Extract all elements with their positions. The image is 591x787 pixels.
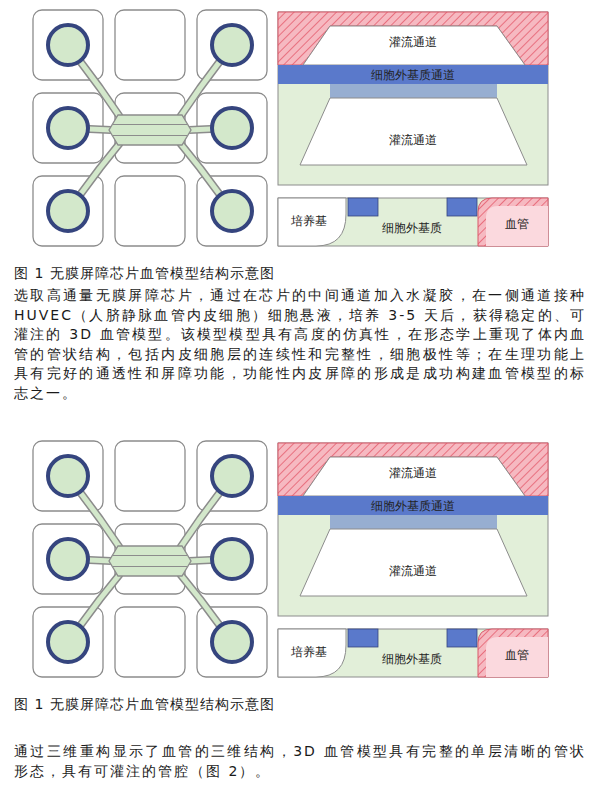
post-block [348, 629, 378, 647]
well-square [115, 176, 185, 246]
vessel-lumen [486, 206, 548, 246]
section-frame [278, 12, 548, 185]
well-square [197, 441, 267, 511]
matrix-band-lower [330, 515, 497, 529]
well-square [197, 176, 267, 246]
matrix-band-lower [330, 84, 497, 98]
region-label-box: 血管 [502, 216, 532, 233]
region-label-box: 灌流通道 [386, 465, 440, 482]
region-label-box: 细胞外基质 [379, 651, 445, 668]
region-label-box: 培养基 [288, 213, 330, 230]
hatched-wall [278, 12, 548, 65]
region-label: 血管 [505, 648, 529, 663]
chip-diagram [33, 10, 548, 246]
side-frame [278, 629, 548, 677]
inlet-circle [212, 191, 252, 231]
well-square [115, 441, 185, 511]
region-label: 灌流通道 [389, 133, 437, 148]
region-label: 细胞外基质通道 [371, 68, 455, 83]
well-square [197, 10, 267, 80]
matrix-band [278, 65, 548, 84]
well-square [115, 607, 185, 677]
figure-caption: 图 1 无膜屏障芯片血管模型结构示意图 [14, 264, 275, 282]
medium-region [278, 198, 346, 246]
hatched-wall [278, 443, 548, 496]
inlet-circle [212, 25, 252, 65]
region-label-box: 灌流通道 [386, 34, 440, 51]
perfusion-channel [300, 529, 527, 596]
side-frame [278, 198, 548, 246]
vessel-wall [478, 629, 548, 677]
inlet-circle [48, 539, 88, 579]
region-label: 细胞外基质 [382, 221, 442, 236]
region-label-box: 细胞外基质通道 [368, 67, 458, 84]
region-label-box: 细胞外基质通道 [368, 498, 458, 515]
well-square [33, 10, 103, 80]
region-label: 灌流通道 [389, 564, 437, 579]
region-label: 细胞外基质 [382, 652, 442, 667]
inlet-circle [48, 622, 88, 662]
post-block [348, 198, 378, 216]
post-block [447, 198, 477, 216]
vessel-wall [478, 198, 548, 246]
region-label-box: 灌流通道 [386, 132, 440, 149]
well-square [115, 10, 185, 80]
body-paragraph: 通过三维重构显示了血管的三维结构，3D 血管模型具有完整的单层清晰的管状形态，具… [14, 742, 586, 781]
perfusion-channel [300, 98, 527, 165]
chamber-divider [113, 555, 187, 556]
region-label: 培养基 [291, 645, 327, 660]
vessel-lumen [486, 637, 548, 677]
well-square [197, 607, 267, 677]
region-label-box: 灌流通道 [386, 563, 440, 580]
post-block [447, 629, 477, 647]
inlet-circle [212, 539, 252, 579]
inlet-circle [212, 456, 252, 496]
inlet-circle [48, 456, 88, 496]
region-label-box: 细胞外基质 [379, 220, 445, 237]
perfusion-channel [303, 457, 525, 496]
region-label: 细胞外基质通道 [371, 499, 455, 514]
inlet-circle [212, 108, 252, 148]
region-label: 灌流通道 [389, 466, 437, 481]
figure-caption: 图 1 无膜屏障芯片血管模型结构示意图 [14, 695, 275, 713]
well-square [33, 607, 103, 677]
well-square [33, 176, 103, 246]
center-chamber [109, 546, 191, 576]
well-square [33, 441, 103, 511]
chamber-divider [113, 124, 187, 125]
region-label-box: 培养基 [288, 644, 330, 661]
region-label: 培养基 [291, 214, 327, 229]
medium-region [278, 629, 346, 677]
inlet-circle [48, 25, 88, 65]
body-paragraph: 选取高通量无膜屏障芯片，通过在芯片的中间通道加入水凝胶，在一侧通道接种 HUVE… [14, 286, 586, 404]
chamber-divider [113, 566, 187, 567]
center-chamber [109, 115, 191, 145]
region-label-box: 血管 [502, 647, 532, 664]
matrix-band [278, 496, 548, 515]
inlet-circle [48, 108, 88, 148]
chip-diagram [33, 441, 548, 677]
region-label: 灌流通道 [389, 35, 437, 50]
perfusion-channel [303, 26, 525, 65]
section-frame [278, 443, 548, 616]
chamber-divider [113, 135, 187, 136]
inlet-circle [48, 191, 88, 231]
inlet-circle [212, 622, 252, 662]
region-label: 血管 [505, 217, 529, 232]
